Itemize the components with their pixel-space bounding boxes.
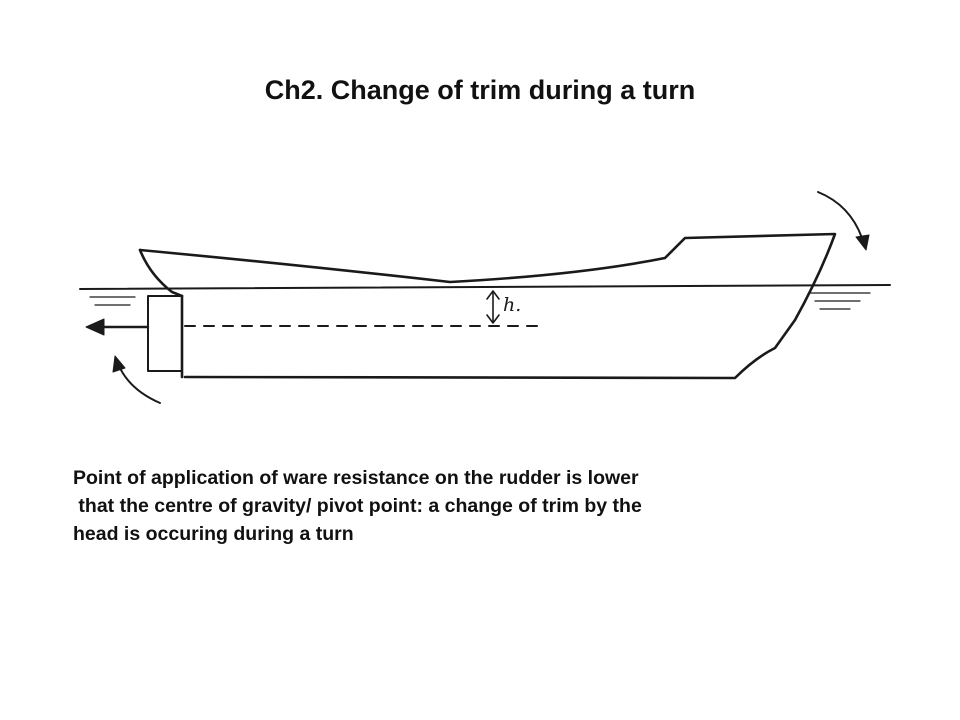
caption-line: that the centre of gravity/ pivot point:… <box>73 495 642 517</box>
depth-label: h. <box>503 294 521 316</box>
stern-rotation-arrow <box>112 355 161 404</box>
caption-line: Point of application of ware resistance … <box>73 467 639 489</box>
slide-title: Ch2. Change of trim during a turn <box>264 75 696 105</box>
bow-rotation-arrow <box>817 191 870 251</box>
depth-marker: h. <box>486 290 521 324</box>
resistance-arrow <box>85 318 150 336</box>
ship-hull <box>138 232 837 380</box>
waterline <box>79 284 891 310</box>
rudder <box>147 295 183 372</box>
caption-text: Point of application of ware resistance … <box>73 464 873 548</box>
caption-line: head is occuring during a turn <box>73 523 354 545</box>
